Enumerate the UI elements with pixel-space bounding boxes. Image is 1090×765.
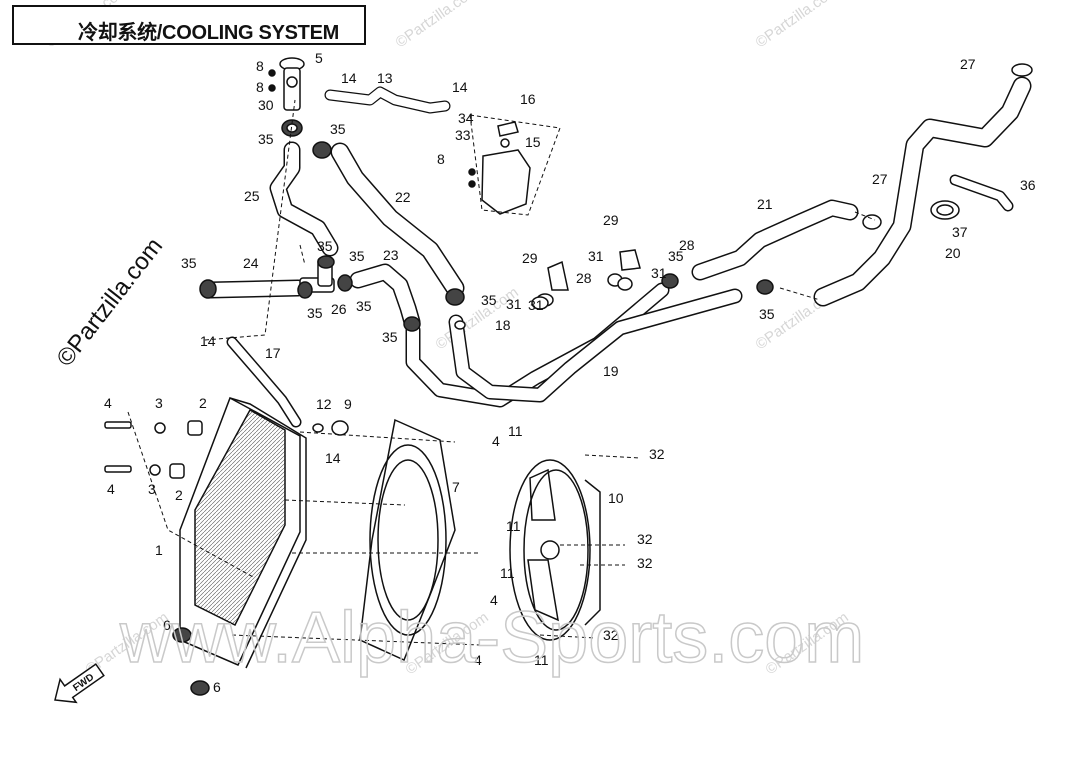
callout-2: 2 — [199, 395, 207, 411]
watermark-small: ©Partzilla.com — [753, 0, 842, 51]
callout-37: 37 — [952, 224, 968, 240]
callout-35: 35 — [349, 248, 365, 264]
cooling-fan — [509, 459, 601, 641]
callout-16: 16 — [520, 91, 536, 107]
callout-22: 22 — [395, 189, 411, 205]
leader-lines — [127, 99, 876, 646]
hoses — [201, 76, 1032, 428]
callout-27: 27 — [960, 56, 976, 72]
callout-8: 8 — [256, 58, 264, 74]
callout-11: 11 — [508, 423, 523, 439]
callout-9: 9 — [344, 396, 352, 412]
callout-17: 17 — [265, 345, 281, 361]
page-title: 冷却系统/COOLING SYSTEM — [78, 22, 339, 44]
callout-21: 21 — [757, 196, 773, 212]
callout-31: 31 — [651, 265, 667, 281]
callout-3: 3 — [155, 395, 163, 411]
callout-11: 11 — [506, 518, 521, 534]
callout-1: 1 — [155, 542, 163, 558]
callout-30: 30 — [258, 97, 274, 113]
callout-27: 27 — [872, 171, 888, 187]
callout-24: 24 — [243, 255, 259, 271]
callout-32: 32 — [637, 531, 653, 547]
callout-6: 6 — [163, 617, 171, 633]
callout-20: 20 — [945, 245, 961, 261]
callout-14: 14 — [452, 79, 468, 95]
callout-5: 5 — [315, 50, 323, 66]
callout-4: 4 — [104, 395, 112, 411]
callout-32: 32 — [603, 627, 619, 643]
callout-25: 25 — [244, 188, 260, 204]
callout-18: 18 — [495, 317, 511, 333]
callout-35: 35 — [668, 248, 684, 264]
callout-6: 6 — [213, 679, 221, 695]
small-parts — [199, 57, 1033, 436]
callout-35: 35 — [317, 238, 333, 254]
callout-14: 14 — [341, 70, 357, 86]
callout-7: 7 — [452, 479, 460, 495]
callout-35: 35 — [307, 305, 323, 321]
callout-8: 8 — [437, 151, 445, 167]
callout-31: 31 — [528, 297, 544, 313]
callout-15: 15 — [525, 134, 541, 150]
callout-31: 31 — [506, 296, 522, 312]
callout-4: 4 — [107, 481, 115, 497]
callout-31: 31 — [588, 248, 604, 264]
callout-35: 35 — [258, 131, 274, 147]
callout-35: 35 — [181, 255, 197, 271]
callout-10: 10 — [608, 490, 624, 506]
callout-23: 23 — [383, 247, 399, 263]
callout-13: 13 — [377, 70, 393, 86]
callout-36: 36 — [1020, 177, 1036, 193]
callout-32: 32 — [649, 446, 665, 462]
callout-26: 26 — [331, 301, 347, 317]
callout-34: 34 — [458, 110, 474, 126]
callout-28: 28 — [576, 270, 592, 286]
callout-12: 12 — [316, 396, 332, 412]
side-watermark: ©Partzilla.com — [51, 233, 168, 372]
title-box: 冷却系统/COOLING SYSTEM — [12, 5, 366, 45]
callout-11: 11 — [500, 565, 515, 581]
callout-4: 4 — [490, 592, 498, 608]
callout-29: 29 — [522, 250, 538, 266]
watermark-small: ©Partzilla.com — [393, 0, 482, 51]
callout-19: 19 — [603, 363, 619, 379]
big-watermark: www.Alpha-Sports.com — [119, 598, 864, 678]
callout-35: 35 — [382, 329, 398, 345]
callout-4: 4 — [492, 433, 500, 449]
callout-4: 4 — [474, 652, 482, 668]
callout-8: 8 — [256, 79, 264, 95]
radiator — [104, 396, 307, 696]
callout-35: 35 — [481, 292, 497, 308]
callout-35: 35 — [330, 121, 346, 137]
callout-29: 29 — [603, 212, 619, 228]
callout-32: 32 — [637, 555, 653, 571]
callout-33: 33 — [455, 127, 471, 143]
callout-layer: 1223344444566788891011111111121314141414… — [104, 50, 1036, 695]
fan-shroud — [359, 418, 456, 662]
callout-14: 14 — [200, 333, 216, 349]
callout-3: 3 — [148, 481, 156, 497]
callout-14: 14 — [325, 450, 341, 466]
callout-11: 11 — [534, 652, 549, 668]
callout-28: 28 — [679, 237, 695, 253]
callout-35: 35 — [356, 298, 372, 314]
callout-2: 2 — [175, 487, 183, 503]
callout-35: 35 — [759, 306, 775, 322]
